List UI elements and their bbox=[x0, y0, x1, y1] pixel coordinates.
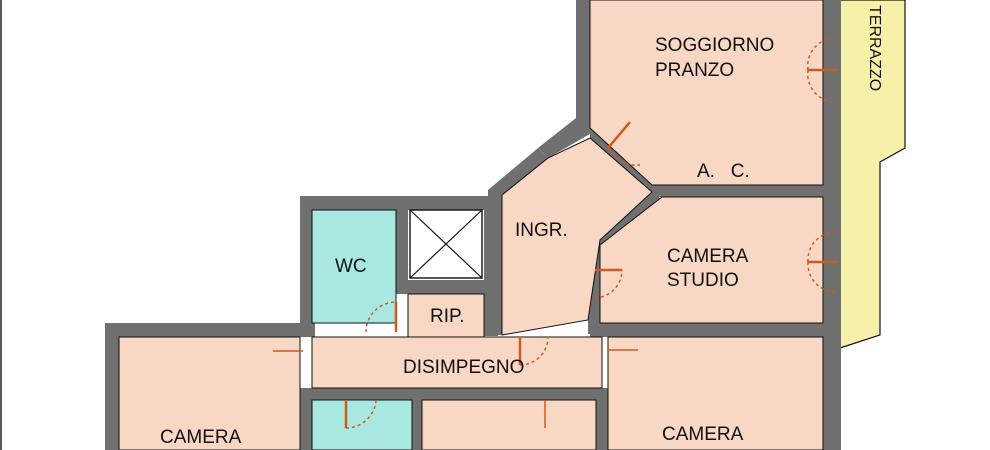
room-camera-left bbox=[118, 336, 301, 450]
room-ingresso bbox=[501, 137, 653, 336]
room-disimpegno bbox=[311, 336, 603, 389]
label-camera-right: CAMERA bbox=[662, 424, 744, 445]
room-camera-studio bbox=[599, 196, 824, 324]
room-ripostiglio bbox=[407, 293, 485, 338]
door-swing-icon bbox=[594, 268, 623, 299]
label-soggiorno: SOGGIORNO bbox=[655, 35, 774, 56]
door-swing-icon bbox=[344, 399, 377, 429]
label-disimpegno: DISIMPEGNO bbox=[403, 357, 524, 378]
label-pranzo: PRANZO bbox=[655, 60, 734, 81]
door-swing-icon bbox=[607, 121, 641, 166]
room-lower-middle bbox=[421, 399, 597, 450]
room-camera-right bbox=[607, 336, 824, 450]
room-bagno-lower bbox=[311, 399, 413, 450]
label-camera-left: CAMERA bbox=[160, 427, 242, 448]
doors bbox=[273, 37, 838, 429]
door-swing-icon bbox=[518, 336, 549, 366]
room-wc bbox=[311, 209, 397, 324]
label-wc: WC bbox=[335, 256, 367, 277]
door-swing-icon bbox=[365, 301, 398, 333]
label-ripostiglio: RIP. bbox=[430, 306, 465, 327]
label-ingresso: INGR. bbox=[515, 220, 568, 241]
cross-shaft-icon bbox=[409, 209, 483, 279]
room-soggiorno-pranzo bbox=[589, 0, 824, 186]
label-camera-studio-1: CAMERA bbox=[667, 246, 749, 267]
label-ac: A. C. bbox=[697, 161, 750, 182]
door-swing-icon bbox=[806, 37, 838, 103]
label-camera-studio-2: STUDIO bbox=[667, 270, 739, 291]
door-swing-icon bbox=[807, 231, 838, 293]
label-terrazzo: TERRAZZO bbox=[866, 5, 883, 91]
